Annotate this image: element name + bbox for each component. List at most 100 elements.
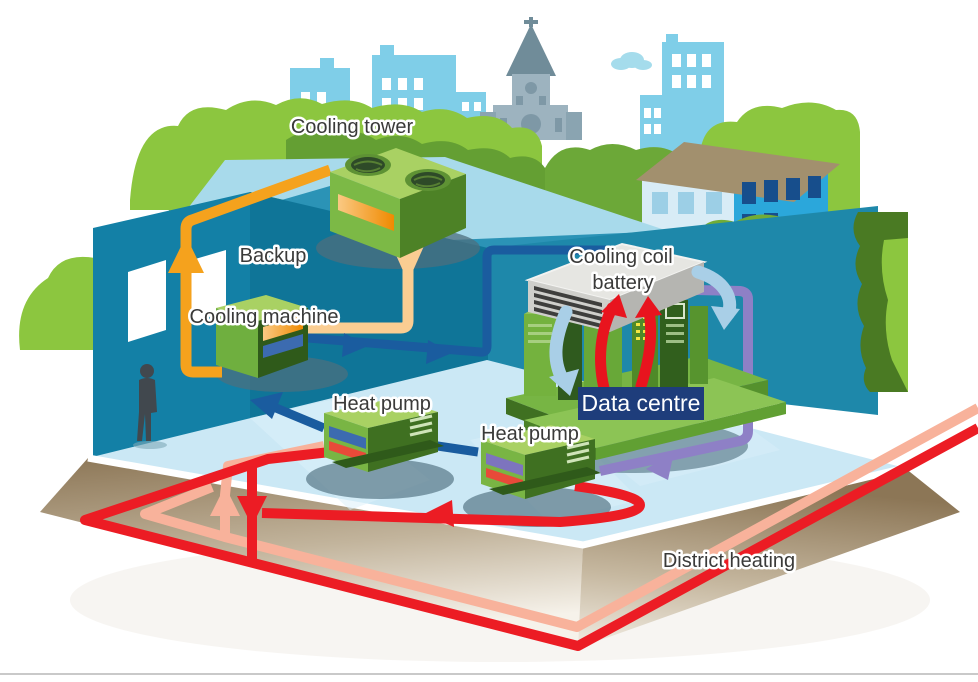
window <box>414 78 423 90</box>
church-clock <box>525 82 537 94</box>
label-district-heating: District heating <box>663 550 795 572</box>
cloud-icon <box>611 52 652 70</box>
battery-side <box>610 262 704 332</box>
window <box>644 108 651 118</box>
machine-top <box>216 295 308 321</box>
window <box>654 124 661 134</box>
label-cooling-coil-line1: Cooling coil <box>569 246 672 268</box>
window <box>786 178 800 200</box>
window <box>702 54 711 67</box>
window <box>706 192 722 214</box>
church-wing <box>566 112 582 140</box>
label-cooling-tower: Cooling tower <box>291 116 414 138</box>
arrow-right-icon <box>342 333 368 357</box>
rack-slat <box>666 324 684 327</box>
label-data-centre: Data centre <box>582 390 701 416</box>
rack-slat <box>666 332 684 335</box>
window <box>687 75 696 88</box>
arrow-left-icon <box>646 452 674 480</box>
machine-front <box>216 308 258 378</box>
vent-lines <box>409 414 433 437</box>
machine-base <box>332 440 444 468</box>
machine-top <box>324 398 438 428</box>
church-window <box>516 96 523 108</box>
rack-slat <box>528 340 552 343</box>
data-centre-badge: Data centre <box>578 387 704 420</box>
machine-base <box>489 467 601 495</box>
window <box>702 75 711 88</box>
hot-air-up-arrow <box>595 302 618 394</box>
fan-blades <box>353 160 383 173</box>
church-spire <box>506 24 556 76</box>
rack-slat <box>666 340 684 343</box>
window <box>672 75 681 88</box>
window <box>398 98 407 110</box>
label-heat-pump-2: Heat pump <box>481 423 579 445</box>
shadow-heat-pump-1 <box>306 459 454 499</box>
person-body <box>137 378 157 441</box>
backup-supply-pipe <box>180 164 332 378</box>
warm-water-pipe-group <box>598 284 753 480</box>
machine-stripe-purple <box>486 453 523 476</box>
hot-air-up-arrow <box>635 306 657 392</box>
labels: Cooling tower Backup Cooling machine Coo… <box>187 114 798 575</box>
church-window <box>555 118 562 132</box>
cooling-tower-unit <box>330 148 466 258</box>
slab-side-right <box>578 468 960 648</box>
window <box>742 182 756 204</box>
window <box>317 92 326 104</box>
cold-return-pipe <box>274 403 326 433</box>
arrow-left-icon <box>424 500 454 527</box>
arrow-down-icon <box>711 306 740 330</box>
window <box>678 192 694 214</box>
label-backup: Backup <box>240 245 307 267</box>
tower-stripe <box>338 194 394 231</box>
window <box>644 124 651 134</box>
label-cooling-machine: Cooling machine <box>190 306 339 328</box>
arrow-right-icon <box>426 340 452 364</box>
heat-pump-2-unit <box>481 425 601 499</box>
airflow-arrows <box>549 265 740 396</box>
machine-stripe-orange <box>263 315 303 341</box>
church-window <box>539 96 546 108</box>
warm-water-pipe <box>598 284 753 476</box>
arrow-down-icon <box>549 369 579 396</box>
cooling-machine-unit <box>216 295 308 378</box>
rack-slat <box>528 324 552 327</box>
person-head <box>140 364 154 378</box>
district-supply-pipe <box>80 423 978 651</box>
fan-blades <box>413 175 443 188</box>
platform-lower-side <box>596 402 786 460</box>
hedge-right-edge <box>853 212 908 392</box>
machine-top <box>481 425 595 455</box>
rack-slat <box>528 332 552 335</box>
heat-pump-1-unit <box>324 398 444 472</box>
window <box>382 98 391 110</box>
label-heat-pump-1: Heat pump <box>333 393 431 415</box>
hedge-light-descend <box>881 238 908 392</box>
window <box>672 54 681 67</box>
tower-side <box>400 174 466 258</box>
church-cross-bar <box>524 20 538 24</box>
wall-window-opening <box>128 260 166 342</box>
window <box>474 102 481 111</box>
arrow-down-left-icon <box>250 392 283 419</box>
window <box>462 102 469 111</box>
vent-lines <box>566 441 590 464</box>
window <box>382 78 391 90</box>
server-rack <box>690 306 708 384</box>
window <box>414 98 423 110</box>
label-cooling-coil-line2: battery <box>592 272 653 294</box>
arrow-down-icon <box>237 496 267 526</box>
arrow-up-icon <box>635 296 662 318</box>
data-centre-badge-bg <box>578 387 704 420</box>
arrow-up-icon <box>210 486 240 516</box>
person-icon <box>133 364 167 449</box>
cloud-puff <box>634 60 652 70</box>
district-return-pipe-loop <box>140 482 227 542</box>
arrow-up-icon <box>168 236 204 273</box>
window <box>654 108 661 118</box>
machine-stripe-blue <box>329 426 366 449</box>
